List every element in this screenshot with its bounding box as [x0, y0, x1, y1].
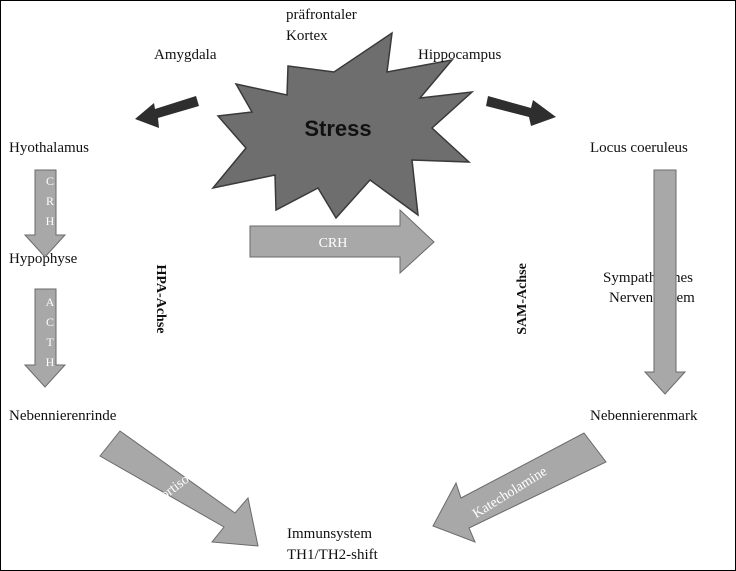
prefrontal-label-line2: Kortex [286, 28, 328, 44]
sympathisches-label-line2: Nervensystem [609, 290, 695, 306]
hippocampus-label: Hippocampus [418, 47, 501, 63]
nebennierenmark-label: Nebennierenmark [590, 408, 698, 424]
hypothalamus-label: Hyothalamus [9, 140, 89, 156]
crh-letter-c: C [46, 174, 54, 188]
locus-coeruleus-label: Locus coeruleus [590, 140, 688, 156]
crh-letter-r: R [46, 194, 54, 208]
cortisol-arrow [99, 430, 259, 547]
hpa-axis-label: HPA-Achse [153, 265, 168, 334]
acth-vertical-arrow [23, 288, 67, 388]
dark-arrow-right [486, 96, 556, 126]
prefrontal-label-line1: präfrontaler [286, 7, 357, 23]
nebennierenrinde-label: Nebennierenrinde [9, 408, 117, 424]
acth-letter-c: C [46, 315, 54, 329]
sam-vertical-arrow [643, 169, 687, 395]
crh-letter-h: H [46, 214, 55, 228]
crh-vertical-arrow [23, 169, 67, 258]
hypophyse-label: Hypophyse [9, 251, 78, 267]
stress-label: Stress [304, 116, 371, 141]
immunsystem-label-line2: TH1/TH2-shift [287, 547, 379, 563]
crh-center-label: CRH [319, 236, 348, 251]
acth-letter-a: A [46, 295, 55, 309]
acth-letter-h: H [46, 355, 55, 369]
dark-arrow-left [135, 96, 199, 128]
sam-axis-label: SAM-Achse [515, 263, 530, 335]
stress-starburst [211, 31, 475, 220]
crh-center-arrow [249, 208, 435, 275]
sympathisches-label-line1: Sympathisches [603, 270, 693, 286]
immunsystem-label-line1: Immunsystem [287, 526, 372, 542]
acth-letter-t: T [46, 335, 54, 349]
katecholamine-arrow [432, 432, 607, 543]
amygdala-label: Amygdala [154, 47, 217, 63]
